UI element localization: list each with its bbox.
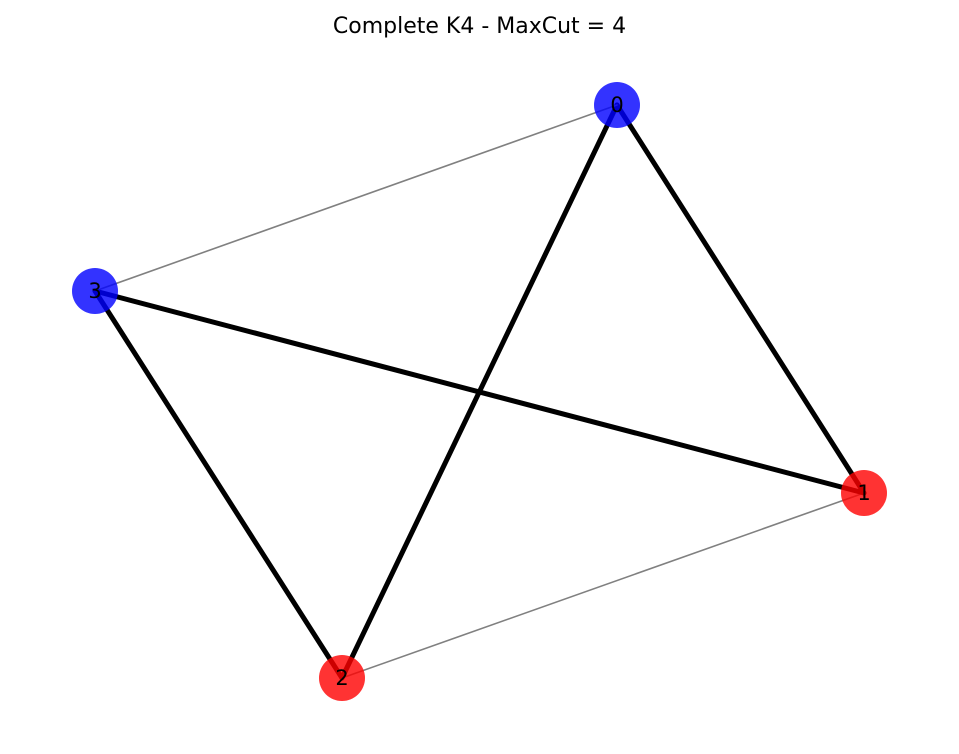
nodes-layer: 0 1 2 3 bbox=[72, 82, 887, 701]
node-2: 2 bbox=[319, 655, 365, 701]
node-circle bbox=[72, 268, 118, 314]
node-label: 0 bbox=[610, 93, 623, 117]
cut-edge-2-3 bbox=[92, 288, 345, 681]
edge-1-2 bbox=[341, 492, 865, 679]
node-3: 3 bbox=[72, 268, 118, 314]
edges-layer bbox=[92, 102, 867, 681]
node-label: 3 bbox=[88, 279, 101, 303]
node-circle bbox=[594, 82, 640, 128]
graph-title: Complete K4 - MaxCut = 4 bbox=[333, 14, 626, 39]
node-0: 0 bbox=[594, 82, 640, 128]
cut-edge-0-1 bbox=[614, 102, 867, 496]
cut-edge-1-3 bbox=[92, 288, 867, 496]
node-1: 1 bbox=[841, 470, 887, 516]
node-circle bbox=[841, 470, 887, 516]
node-label: 2 bbox=[335, 666, 348, 690]
node-label: 1 bbox=[857, 481, 870, 505]
node-circle bbox=[319, 655, 365, 701]
edge-0-3 bbox=[94, 104, 618, 292]
